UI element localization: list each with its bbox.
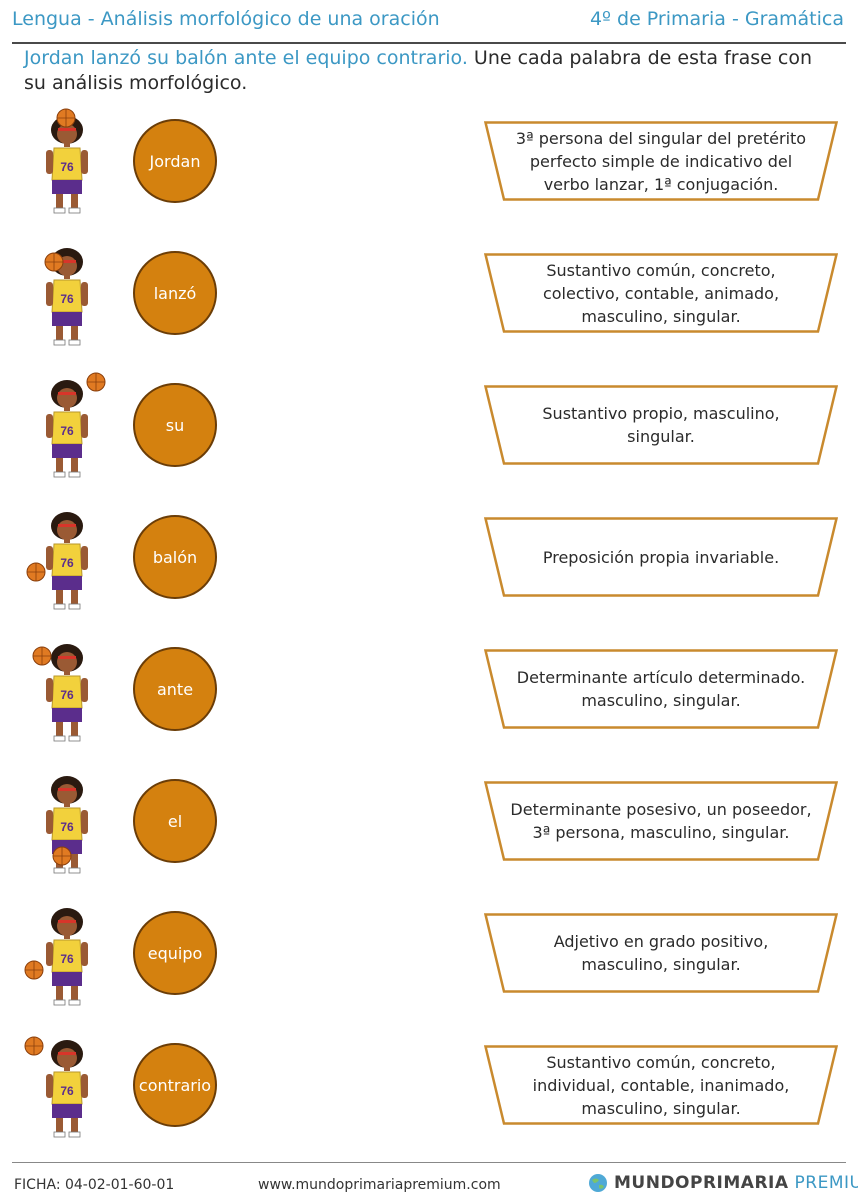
word-ball[interactable]: lanzó — [133, 251, 217, 335]
word-label: el — [167, 811, 183, 831]
word-label: balón — [152, 547, 198, 567]
word-label: ante — [156, 679, 194, 699]
exercise-row: 76 su Sustantivo propio, masculino, sing… — [0, 372, 858, 482]
analysis-card[interactable]: Preposición propia invariable. — [484, 517, 838, 597]
analysis-text: Adjetivo en grado positivo, masculino, s… — [553, 932, 769, 974]
word-label: Jordan — [149, 151, 201, 171]
analysis-text: 3ª persona del singular del pretérito pe… — [515, 128, 807, 194]
word-ball[interactable]: contrario — [133, 1043, 217, 1127]
globe-icon — [589, 1174, 607, 1192]
basketball-player-illustration: 76 — [24, 372, 110, 482]
word-ball[interactable]: su — [133, 383, 217, 467]
analysis-card[interactable]: 3ª persona del singular del pretérito pe… — [484, 121, 838, 201]
brand-logo: MUNDOPRIMARIAPREMIUM — [588, 1173, 858, 1193]
footer-divider — [12, 1162, 846, 1163]
basketball-player-illustration: 76 — [24, 636, 110, 746]
svg-text:76: 76 — [60, 556, 74, 570]
word-label: equipo — [147, 943, 203, 963]
worksheet-grade-title: 4º de Primaria - Gramática — [589, 8, 844, 30]
basketball-player-illustration: 76 — [24, 108, 110, 218]
analysis-text: Preposición propia invariable. — [542, 547, 780, 567]
worksheet-code: FICHA: 04-02-01-60-01 — [14, 1177, 175, 1193]
svg-text:76: 76 — [60, 820, 74, 834]
basketball-player-illustration: 76 — [24, 240, 110, 350]
exercise-row: 76 lanzó Sustantivo común, concreto, col… — [0, 240, 858, 350]
analysis-card[interactable]: Sustantivo propio, masculino, singular. — [484, 385, 838, 465]
svg-text:76: 76 — [60, 952, 74, 966]
worksheet-subject-title: Lengua - Análisis morfológico de una ora… — [12, 8, 440, 30]
analysis-card[interactable]: Adjetivo en grado positivo, masculino, s… — [484, 913, 838, 993]
word-label: lanzó — [153, 283, 197, 303]
instructions-sentence: Jordan lanzó su balón ante el equipo con… — [24, 47, 468, 69]
word-ball[interactable]: equipo — [133, 911, 217, 995]
svg-text:76: 76 — [60, 1084, 74, 1098]
analysis-card[interactable]: Determinante posesivo, un poseedor, 3ª p… — [484, 781, 838, 861]
basketball-player-illustration: 76 — [24, 768, 110, 878]
exercise-row: 76 ante Determinante artículo determinad… — [0, 636, 858, 746]
exercise-row: 76 balón Preposición propia invariable. — [0, 504, 858, 614]
analysis-card[interactable]: Sustantivo común, concreto, colectivo, c… — [484, 253, 838, 333]
brand-accent: PREMIUM — [794, 1173, 858, 1193]
website-link[interactable]: www.mundoprimariapremium.com — [258, 1177, 501, 1193]
word-ball[interactable]: balón — [133, 515, 217, 599]
header-divider — [12, 42, 846, 44]
analysis-text: Determinante posesivo, un poseedor, 3ª p… — [510, 800, 812, 842]
svg-text:76: 76 — [60, 160, 74, 174]
exercise-row: 76 Jordan 3ª persona del singular del pr… — [0, 108, 858, 218]
basketball-player-illustration: 76 — [24, 1032, 110, 1142]
analysis-text: Sustantivo común, concreto, colectivo, c… — [542, 260, 780, 326]
svg-text:76: 76 — [60, 424, 74, 438]
instructions: Jordan lanzó su balón ante el equipo con… — [24, 46, 824, 96]
exercise-row: 76 equipo Adjetivo en grado positivo, ma… — [0, 900, 858, 1010]
exercise-row: 76 contrario Sustantivo común, concreto,… — [0, 1032, 858, 1142]
svg-text:76: 76 — [60, 688, 74, 702]
exercise-row: 76 el Determinante posesivo, un poseedor… — [0, 768, 858, 878]
word-label: su — [165, 415, 185, 435]
analysis-text: Sustantivo común, concreto, individual, … — [532, 1052, 790, 1118]
word-ball[interactable]: ante — [133, 647, 217, 731]
word-ball[interactable]: Jordan — [133, 119, 217, 203]
analysis-card[interactable]: Determinante artículo determinado. mascu… — [484, 649, 838, 729]
brand-name: MUNDOPRIMARIA — [614, 1173, 789, 1193]
basketball-player-illustration: 76 — [24, 900, 110, 1010]
analysis-text: Determinante artículo determinado. mascu… — [516, 668, 806, 710]
analysis-card[interactable]: Sustantivo común, concreto, individual, … — [484, 1045, 838, 1125]
word-ball[interactable]: el — [133, 779, 217, 863]
instructions-text: Une cada palabra de esta frase con su an… — [24, 47, 812, 94]
svg-text:76: 76 — [60, 292, 74, 306]
analysis-text: Sustantivo propio, masculino, singular. — [542, 404, 780, 446]
basketball-player-illustration: 76 — [24, 504, 110, 614]
word-label: contrario — [138, 1075, 212, 1095]
